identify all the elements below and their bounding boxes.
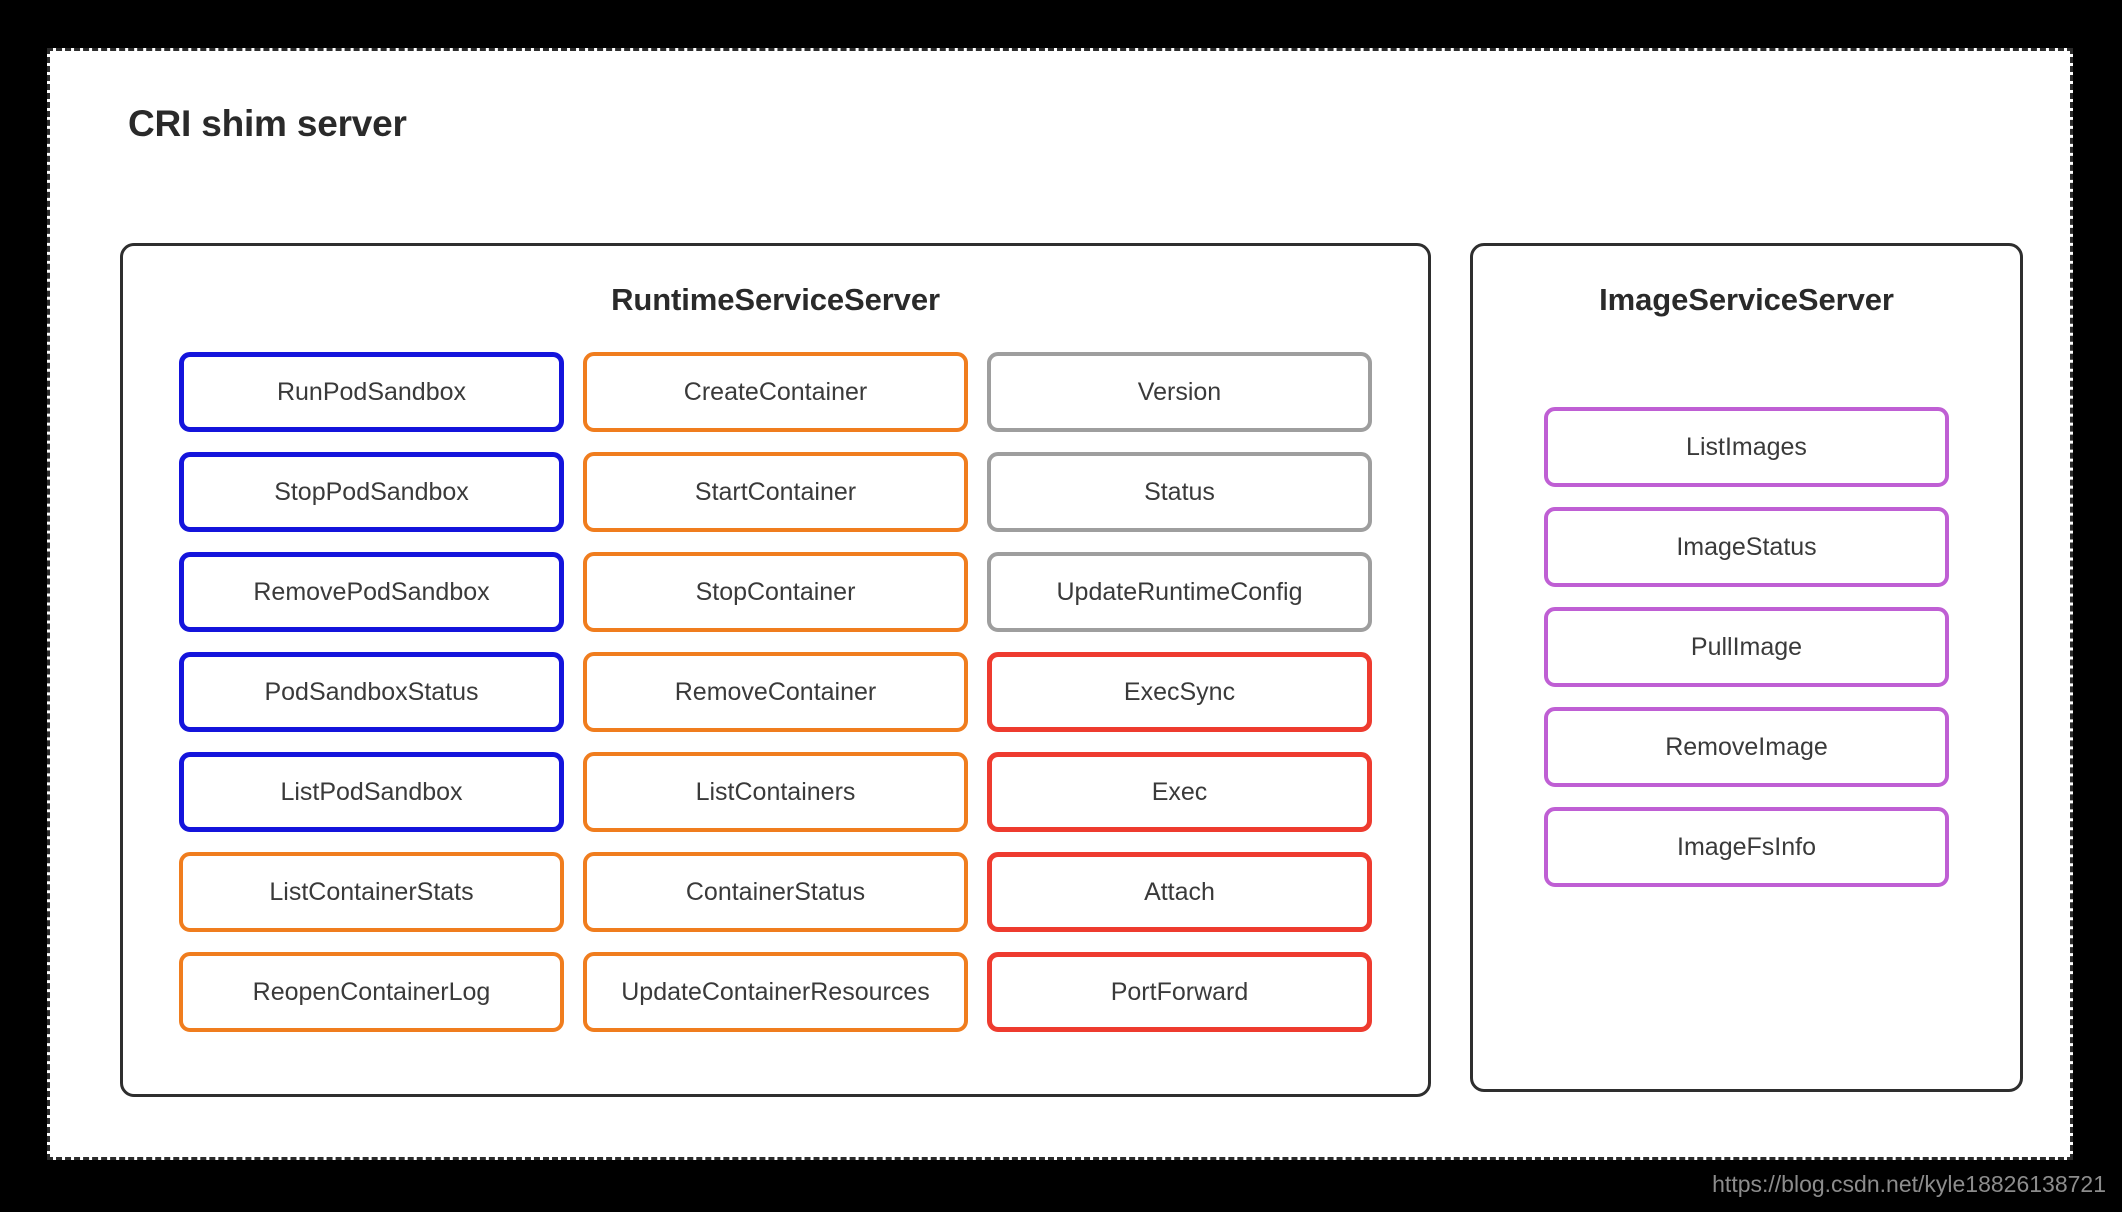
method-box[interactable]: ImageFsInfo [1544,807,1949,887]
method-box[interactable]: RemoveImage [1544,707,1949,787]
method-box[interactable]: Attach [987,852,1372,932]
method-box[interactable]: PortForward [987,952,1372,1032]
method-box[interactable]: StopPodSandbox [179,452,564,532]
method-box[interactable]: PullImage [1544,607,1949,687]
method-box[interactable]: PodSandboxStatus [179,652,564,732]
method-box[interactable]: Version [987,352,1372,432]
method-box[interactable]: ContainerStatus [583,852,968,932]
page-title: CRI shim server [128,103,407,144]
panel-heading-runtime-service-server: RuntimeServiceServer [611,282,940,317]
diagram-card: CRI shim server RuntimeServiceServer Run… [47,48,2073,1160]
method-box[interactable]: ReopenContainerLog [179,952,564,1032]
method-box[interactable]: StopContainer [583,552,968,632]
method-box[interactable]: Status [987,452,1372,532]
watermark-url: https://blog.csdn.net/kyle18826138721 [1712,1171,2106,1197]
method-box[interactable]: ListContainerStats [179,852,564,932]
method-box[interactable]: ImageStatus [1544,507,1949,587]
method-box[interactable]: ExecSync [987,652,1372,732]
method-box[interactable]: StartContainer [583,452,968,532]
method-box[interactable]: RemoveContainer [583,652,968,732]
method-box[interactable]: UpdateRuntimeConfig [987,552,1372,632]
panel-heading-image-service-server: ImageServiceServer [1599,282,1894,317]
method-box[interactable]: RemovePodSandbox [179,552,564,632]
method-box[interactable]: RunPodSandbox [179,352,564,432]
method-box[interactable]: ListImages [1544,407,1949,487]
method-box[interactable]: UpdateContainerResources [583,952,968,1032]
method-box[interactable]: ListPodSandbox [179,752,564,832]
method-box[interactable]: ListContainers [583,752,968,832]
method-box[interactable]: CreateContainer [583,352,968,432]
method-box[interactable]: Exec [987,752,1372,832]
